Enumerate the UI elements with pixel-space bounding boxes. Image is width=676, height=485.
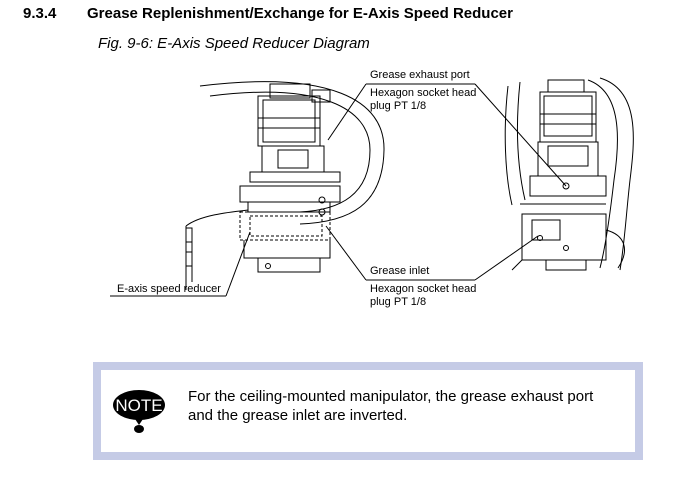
label-reducer: E-axis speed reducer bbox=[117, 283, 221, 295]
left-view-drawing bbox=[185, 81, 385, 290]
note-box: NOTE For the ceiling-mounted manipulator… bbox=[93, 362, 643, 460]
label-inlet-plug-line2: plug PT 1/8 bbox=[370, 296, 427, 308]
label-inlet-plug-line1: Hexagon socket head bbox=[370, 283, 477, 295]
note-icon-label: NOTE bbox=[115, 396, 162, 415]
right-view-drawing bbox=[504, 77, 634, 271]
section-title: Grease Replenishment/Exchange for E-Axis… bbox=[87, 5, 513, 22]
label-exhaust-plug-line2: plug PT 1/8 bbox=[370, 100, 427, 112]
leader-lines bbox=[110, 83, 567, 297]
label-exhaust-port: Grease exhaust port bbox=[370, 69, 470, 81]
note-text: For the ceiling-mounted manipulator, the… bbox=[188, 388, 594, 424]
section-heading: 9.3.4 Grease Replenishment/Exchange for E… bbox=[23, 5, 513, 22]
section-number: 9.3.4 bbox=[23, 5, 57, 22]
label-grease-inlet: Grease inlet bbox=[370, 265, 430, 277]
note-icon: NOTE bbox=[113, 390, 165, 433]
label-exhaust-plug-line1: Hexagon socket head bbox=[370, 87, 477, 99]
figure-caption: Fig. 9-6: E-Axis Speed Reducer Diagram bbox=[98, 35, 370, 52]
